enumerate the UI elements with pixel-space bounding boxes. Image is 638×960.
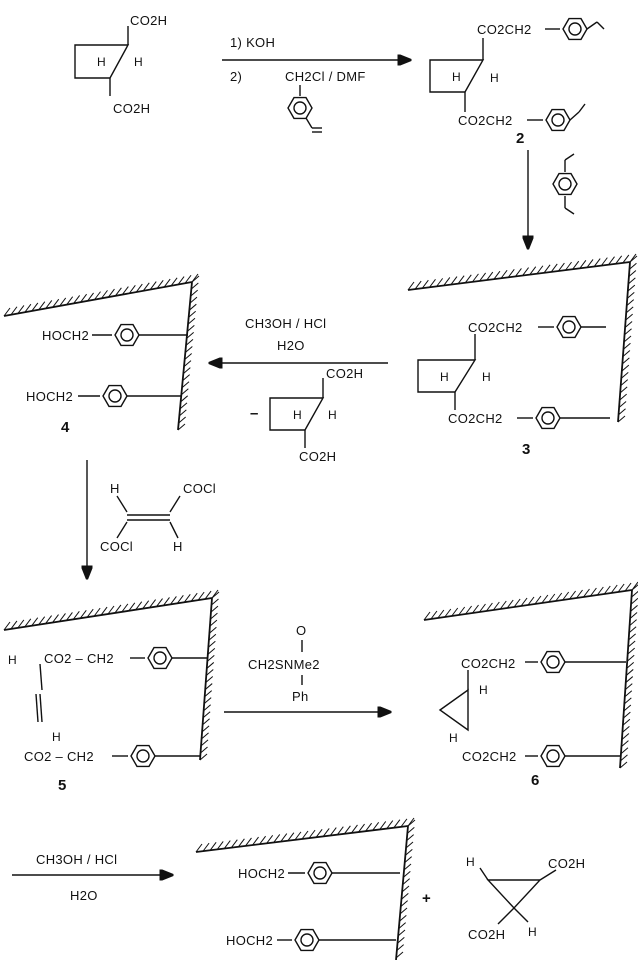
co2h-bottom: CO2H (299, 449, 336, 464)
co2h-top: CO2H (130, 13, 167, 28)
step5-reagents: O CH2SNMe2 Ph (224, 623, 390, 712)
benzene-ring-icon (540, 744, 566, 768)
co2-ch2-bottom: CO2 – CH2 (24, 749, 94, 764)
reagent-ch3oh-hcl: CH3OH / HCl (36, 852, 117, 867)
hoch2-top: HOCH2 (42, 328, 89, 343)
hoch2-bottom: HOCH2 (26, 389, 73, 404)
h-label: H (440, 370, 449, 384)
hoch2-bottom: HOCH2 (226, 933, 273, 948)
co2h-bottom: CO2H (113, 101, 150, 116)
reagent-ch3oh-hcl: CH3OH / HCl (245, 316, 326, 331)
compound-label-5: 5 (58, 777, 66, 794)
ylide-formula: CH2SNMe2 (248, 657, 320, 672)
recovered-resin: HOCH2 HOCH2 (195, 825, 409, 960)
benzene-ring-icon (307, 861, 333, 885)
plus-sign: + (422, 890, 431, 907)
co2h-bottom: CO2H (468, 927, 505, 942)
benzene-ring-icon (102, 384, 128, 408)
step3-reagents: CH3OH / HCl H2O – CO2H CO2H H H (210, 316, 388, 464)
reagent-h2o: H2O (277, 338, 305, 353)
compound-6: CO2CH2 H H CO2CH2 6 (423, 589, 633, 789)
cyclopropane-diacid-product: CO2H H CO2H H (466, 855, 585, 942)
co2ch2-top: CO2CH2 (461, 656, 516, 671)
cocl-bottom: COCl (100, 539, 133, 554)
phenyl-label: Ph (292, 689, 309, 704)
polymer-hatching (3, 253, 638, 959)
compound-4: HOCH2 HOCH2 4 (3, 281, 193, 436)
oxygen-label: O (296, 623, 306, 638)
h-label: H (134, 55, 143, 69)
reagent-h2o: H2O (70, 888, 98, 903)
h-label: H (482, 370, 491, 384)
step4-reagents: H COCl COCl H (87, 460, 216, 578)
co2ch2-bottom: CO2CH2 (458, 113, 513, 128)
h-label: H (479, 683, 488, 697)
benzene-ring-icon (130, 744, 156, 768)
hoch2-top: HOCH2 (238, 866, 285, 881)
benzene-ring-icon (562, 17, 588, 41)
h-label: H (52, 730, 61, 744)
co2-ch2-top: CO2 – CH2 (44, 651, 114, 666)
h-label: H (173, 539, 183, 554)
h-label: H (490, 71, 499, 85)
minus-sign: – (250, 405, 258, 422)
benzene-ring-icon (556, 315, 582, 339)
step2-reagents (528, 150, 578, 248)
h-label: H (452, 70, 461, 84)
compound-label-2: 2 (516, 130, 524, 147)
benzene-ring-icon (545, 108, 571, 132)
reagent-ch2cl-dmf: CH2Cl / DMF (285, 69, 366, 84)
compound-label-4: 4 (61, 419, 70, 436)
h-label: H (328, 408, 337, 422)
benzene-ring-icon (294, 928, 320, 952)
co2ch2-bottom: CO2CH2 (448, 411, 503, 426)
step1-reagents: 1) KOH 2) CH2Cl / DMF (222, 35, 410, 133)
benzene-ring-icon (535, 406, 561, 430)
benzene-ring-icon (114, 323, 140, 347)
h-label: H (449, 731, 458, 745)
co2h-top: CO2H (548, 856, 585, 871)
h-label: H (528, 925, 537, 939)
cocl-top: COCl (183, 481, 216, 496)
h-label: H (97, 55, 106, 69)
compound-label-6: 6 (531, 772, 539, 789)
h-label: H (110, 481, 120, 496)
step6-reagents: CH3OH / HCl H2O (12, 852, 172, 903)
compound-2: CO2CH2 H H CO2CH2 2 (429, 17, 605, 147)
benzene-ring-icon (540, 650, 566, 674)
compound-5: H CO2 – CH2 H CO2 – CH2 5 (3, 597, 213, 794)
h-label: H (293, 408, 302, 422)
co2h-top: CO2H (326, 366, 363, 381)
co2ch2-bottom: CO2CH2 (462, 749, 517, 764)
h-label: H (466, 855, 475, 869)
compound-label-3: 3 (522, 441, 530, 458)
h-label: H (8, 653, 17, 667)
co2ch2-top: CO2CH2 (477, 22, 532, 37)
reagent-step2-label: 2) (230, 69, 242, 84)
compound-3: CO2CH2 H H CO2CH2 3 (407, 261, 631, 458)
benzene-ring-icon (287, 96, 313, 120)
benzene-ring-icon (552, 172, 578, 196)
reagent-koh: 1) KOH (230, 35, 275, 50)
co2ch2-top: CO2CH2 (468, 320, 523, 335)
benzene-ring-icon (147, 646, 173, 670)
cyclobutane-diacid-start: CO2H CO2H H H (74, 13, 167, 116)
